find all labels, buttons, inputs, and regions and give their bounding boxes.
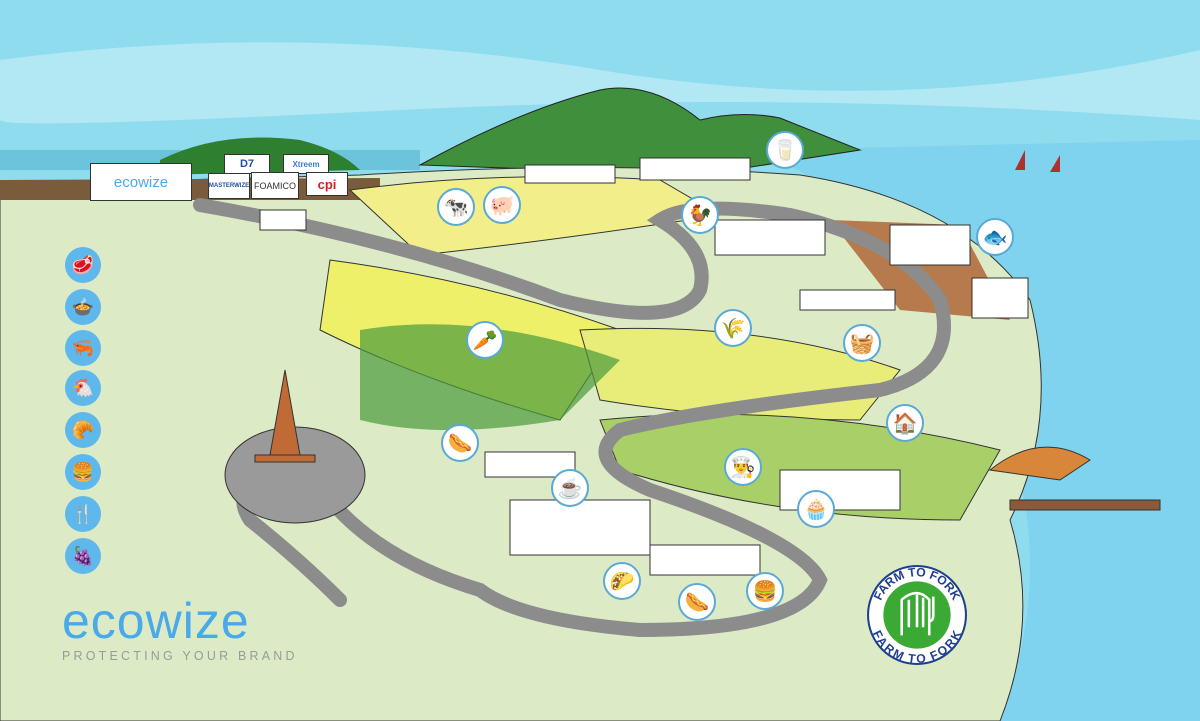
pot-icon: 🍲: [65, 289, 101, 325]
chef-icon[interactable]: 👨‍🍳: [724, 448, 762, 486]
clouds: [0, 42, 1200, 124]
orchard: [360, 324, 620, 430]
wheat-icon[interactable]: 🌾: [714, 309, 752, 347]
sea: [760, 140, 1200, 721]
foamico-building: FOAMICO: [251, 172, 299, 199]
croissant-icon: 🥐: [65, 412, 101, 448]
xtreem-building: Xtreem: [283, 154, 329, 174]
masterwize-building: MASTERWIZE: [208, 173, 250, 199]
sausage-icon[interactable]: 🌭: [441, 424, 479, 462]
ecowize-wordmark: ecowize: [62, 593, 250, 649]
ecowize-logo: ecowize PROTECTING YOUR BRAND: [62, 596, 298, 663]
muffin-icon[interactable]: 🧁: [797, 490, 835, 528]
ecowize-tagline: PROTECTING YOUR BRAND: [62, 649, 298, 663]
grapes-icon: 🍇: [65, 538, 101, 574]
rocks: [988, 446, 1091, 481]
cpi-building: cpi: [306, 172, 348, 196]
shrimp-icon: 🦐: [65, 330, 101, 366]
chicken-icon: 🐔: [65, 370, 101, 406]
meat-icon: 🥩: [65, 247, 101, 283]
farm-to-fork-badge: FARM TO FORK FARM TO FORK: [867, 565, 967, 666]
hills: [418, 87, 862, 176]
farmhouse-icon[interactable]: 🏠: [886, 404, 924, 442]
d7-building: D7: [224, 154, 270, 174]
pig-icon[interactable]: 🐖: [483, 186, 521, 224]
taco-icon[interactable]: 🌮: [603, 562, 641, 600]
bread-basket-icon[interactable]: 🧺: [843, 324, 881, 362]
burger-icon: 🍔: [65, 454, 101, 490]
fish-icon[interactable]: 🐟: [976, 218, 1014, 256]
winding-road: [193, 198, 951, 638]
pier: [1009, 499, 1161, 511]
sailboats: [1015, 150, 1060, 172]
drinks-icon[interactable]: ☕: [551, 469, 589, 507]
cutlery-icon: 🍴: [65, 496, 101, 532]
chicken-icon[interactable]: 🐓: [681, 196, 719, 234]
vegetable-basket-icon[interactable]: 🥕: [466, 321, 504, 359]
cow-icon[interactable]: 🐄: [437, 188, 475, 226]
burger-map-icon[interactable]: 🍔: [746, 572, 784, 610]
clock-tower: [254, 369, 316, 463]
milk-icon[interactable]: 🥛: [766, 131, 804, 169]
ecowize-building: ecowize: [90, 163, 192, 201]
hotdog-icon[interactable]: 🌭: [678, 583, 716, 621]
